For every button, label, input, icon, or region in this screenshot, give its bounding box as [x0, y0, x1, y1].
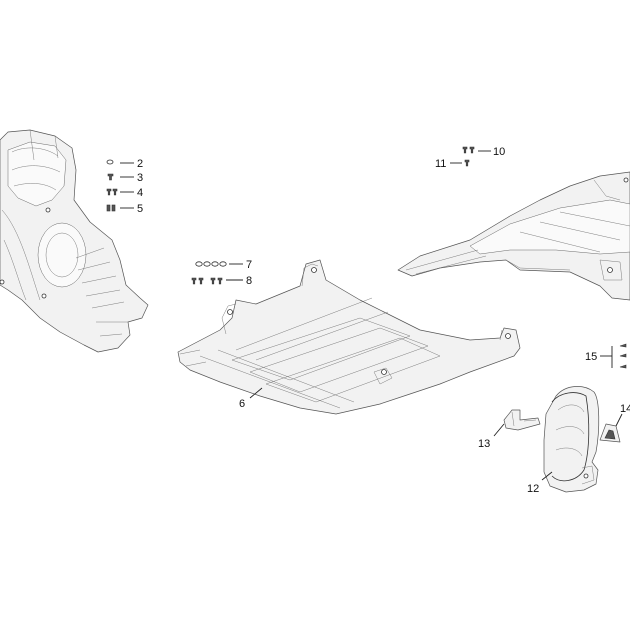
- svg-text:13: 13: [478, 438, 490, 450]
- front-leg-shield-part: [0, 129, 149, 353]
- svg-text:10: 10: [493, 146, 505, 158]
- callout-13: 13: [478, 423, 505, 450]
- fastener-group-7-8: [191, 261, 227, 285]
- callout-2: 2: [120, 158, 143, 170]
- callout-5: 5: [120, 203, 143, 215]
- svg-text:12: 12: [527, 483, 539, 495]
- callout-10: 10: [478, 146, 505, 158]
- callout-4: 4: [120, 187, 143, 199]
- svg-text:14: 14: [620, 403, 630, 415]
- callout-7: 7: [229, 259, 252, 271]
- svg-text:3: 3: [137, 172, 143, 184]
- fastener-group-15: [619, 343, 627, 369]
- callout-15: 15: [585, 346, 613, 368]
- callout-11: 11: [435, 158, 462, 170]
- callout-3: 3: [120, 172, 143, 184]
- rear-mudguard-part: [543, 386, 600, 493]
- svg-text:11: 11: [435, 158, 446, 170]
- mudguard-bracket-part: [503, 409, 541, 431]
- callout-14: 14: [615, 403, 630, 427]
- callout-8: 8: [226, 275, 252, 287]
- svg-text:5: 5: [137, 203, 143, 215]
- underbody-tray-part: [177, 259, 521, 415]
- svg-text:6: 6: [239, 398, 245, 410]
- svg-text:2: 2: [137, 158, 143, 170]
- rear-floor-panel-part: [397, 171, 630, 301]
- svg-text:15: 15: [585, 351, 597, 363]
- callout-12: 12: [527, 471, 553, 495]
- fastener-group-10-11: [462, 146, 475, 167]
- svg-text:7: 7: [246, 259, 252, 271]
- fastener-group-2-5: [106, 159, 118, 212]
- callout-6: 6: [239, 387, 263, 410]
- svg-text:4: 4: [137, 187, 143, 199]
- reflector-part: [599, 423, 621, 443]
- svg-text:8: 8: [246, 275, 252, 287]
